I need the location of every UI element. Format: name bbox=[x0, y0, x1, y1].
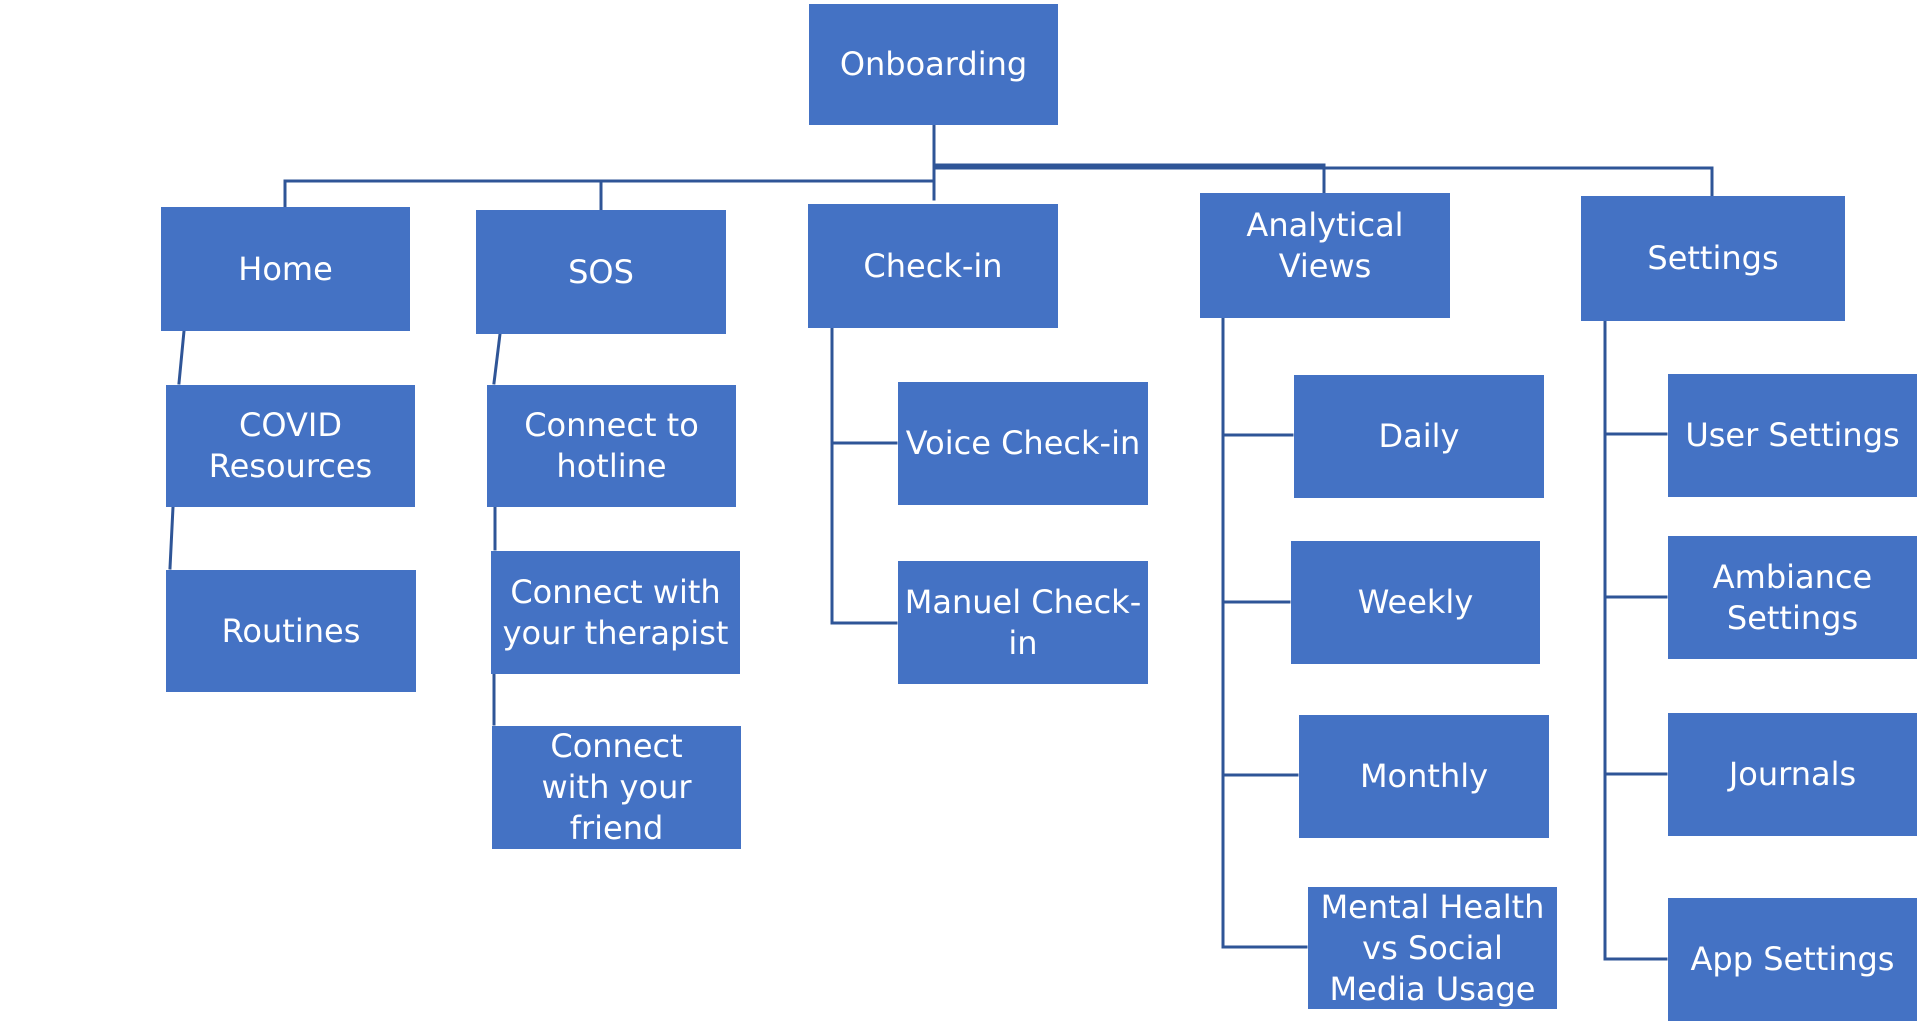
node-covid-resources-label: COVID Resources bbox=[208, 406, 373, 485]
node-mental-health-vs-social-media: Mental Health vs Social Media Usage bbox=[1308, 887, 1557, 1009]
node-analytical-views: Analytical Views bbox=[1200, 193, 1450, 318]
node-ambiance-settings-label: Ambiance Settings bbox=[1712, 557, 1873, 637]
node-ambiance-settings: Ambiance Settings bbox=[1668, 536, 1917, 659]
node-connect-with-friend: Connect with your friend bbox=[492, 726, 741, 849]
node-journals: Journals bbox=[1668, 713, 1917, 836]
node-settings-label: Settings bbox=[1647, 239, 1779, 277]
node-covid-resources: COVID Resources bbox=[166, 385, 415, 507]
node-sos-label: SOS bbox=[568, 252, 634, 291]
node-home: Home bbox=[161, 207, 410, 331]
node-weekly-label: Weekly bbox=[1357, 583, 1474, 621]
node-manuel-check-in: Manuel Check-in bbox=[898, 561, 1148, 684]
node-check-in-label: Check-in bbox=[863, 246, 1003, 285]
node-check-in: Check-in bbox=[808, 204, 1058, 328]
node-onboarding: Onboarding bbox=[809, 4, 1058, 125]
node-connect-with-friend-label: Connect with your friend bbox=[541, 727, 692, 847]
node-monthly: Monthly bbox=[1299, 715, 1549, 838]
node-home-label: Home bbox=[238, 249, 333, 288]
node-settings: Settings bbox=[1581, 196, 1845, 321]
connector-sos-hotline bbox=[492, 332, 502, 385]
node-connect-with-therapist: Connect with your therapist bbox=[491, 551, 740, 674]
connector-home-covid bbox=[177, 329, 186, 385]
node-voice-check-in: Voice Check-in bbox=[898, 382, 1148, 505]
node-routines-label: Routines bbox=[221, 611, 361, 650]
node-user-settings: User Settings bbox=[1668, 374, 1917, 497]
node-journals-label: Journals bbox=[1728, 755, 1857, 793]
node-onboarding-label: Onboarding bbox=[839, 45, 1028, 83]
connector-covid-routines bbox=[168, 505, 175, 570]
node-user-settings-label: User Settings bbox=[1685, 416, 1900, 454]
node-connect-with-therapist-label: Connect with your therapist bbox=[502, 572, 729, 652]
node-mental-health-vs-social-media-label: Mental Health vs Social Media Usage bbox=[1320, 887, 1545, 1008]
node-analytical-views-label: Analytical Views bbox=[1246, 205, 1404, 285]
node-app-settings: App Settings bbox=[1668, 898, 1917, 1021]
node-manuel-check-in-label: Manuel Check-in bbox=[904, 582, 1142, 662]
node-voice-check-in-label: Voice Check-in bbox=[905, 424, 1141, 462]
node-app-settings-label: App Settings bbox=[1690, 940, 1895, 978]
node-daily: Daily bbox=[1294, 375, 1544, 498]
node-daily-label: Daily bbox=[1378, 417, 1460, 455]
node-monthly-label: Monthly bbox=[1359, 757, 1489, 795]
node-sos: SOS bbox=[476, 210, 726, 334]
node-connect-to-hotline-label: Connect to hotline bbox=[524, 406, 699, 485]
node-routines: Routines bbox=[166, 570, 416, 692]
node-connect-to-hotline: Connect to hotline bbox=[487, 385, 736, 507]
node-weekly: Weekly bbox=[1291, 541, 1540, 664]
